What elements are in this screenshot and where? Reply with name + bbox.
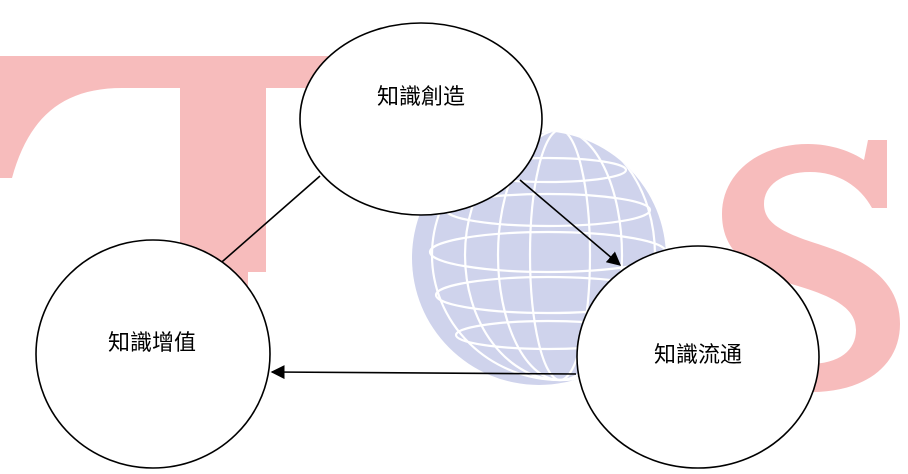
node-label: 知識創造 <box>377 85 465 110</box>
node-knowledge-circulation: 知識流通 <box>576 245 820 469</box>
edge-create-to-value <box>205 175 321 276</box>
node-knowledge-creation: 知識創造 <box>299 22 543 216</box>
node-ellipse <box>576 245 820 469</box>
node-ellipse <box>35 239 271 469</box>
watermark-letter-t <box>0 56 437 312</box>
edges-group <box>205 175 622 380</box>
edge-flow-to-value <box>270 365 577 380</box>
node-knowledge-value-added: 知識增值 <box>35 239 271 469</box>
edge-create-to-flow <box>519 179 622 266</box>
node-ellipse <box>299 22 543 216</box>
node-label: 知識增值 <box>108 331 196 356</box>
watermark-letter-s <box>714 140 900 392</box>
node-label: 知識流通 <box>654 343 742 368</box>
